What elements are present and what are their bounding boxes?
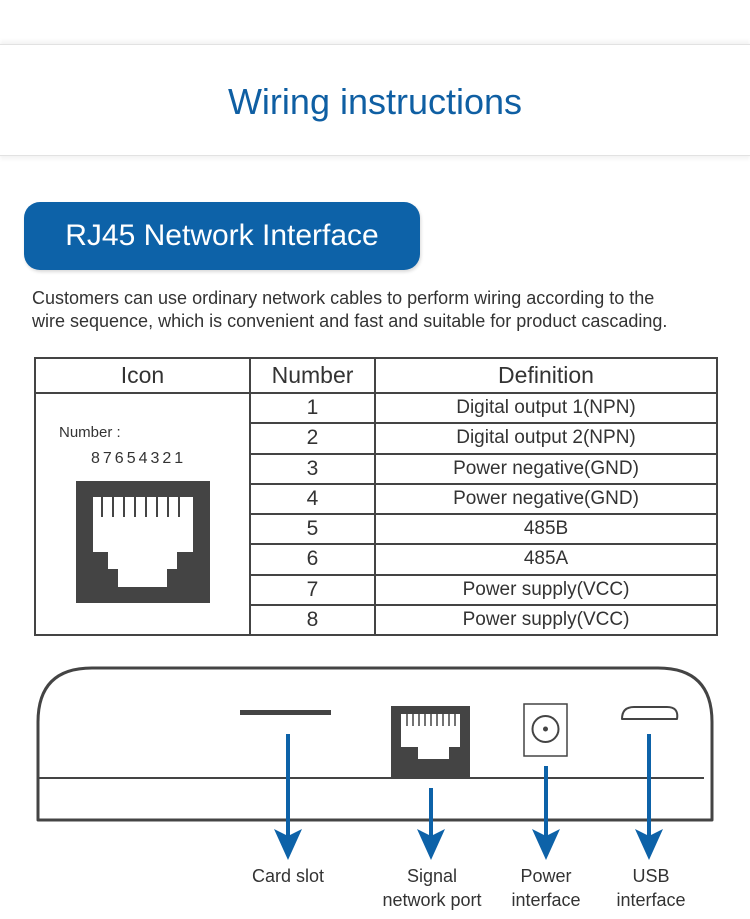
rj45-port-icon (391, 706, 470, 777)
pin-definition-table: Icon Number Definition Number : 87654321 (34, 357, 718, 637)
table-header-row: Icon Number Definition (34, 357, 718, 394)
label-usb-interface: USB interface (616, 866, 686, 910)
pin-definition: Power supply(VCC) (374, 603, 718, 637)
device-outline (36, 666, 714, 822)
arrow-usb-interface (635, 734, 663, 860)
table-row: 4 Power negative(GND) (35, 482, 718, 516)
pin-number: 3 (249, 452, 376, 485)
pin-definition: Power negative(GND) (374, 482, 718, 516)
pin-number: 8 (249, 603, 376, 637)
arrow-power-interface (532, 766, 560, 860)
pin-definition: 485B (374, 512, 718, 546)
usb-port-icon (621, 706, 679, 720)
page-title: Wiring instructions (227, 81, 523, 122)
section-badge: RJ45 Network Interface (24, 202, 420, 270)
pin-definition: Power negative(GND) (374, 452, 718, 485)
description-line: wire sequence, which is convenient and f… (32, 311, 668, 331)
pin-definition: Digital output 2(NPN) (374, 422, 718, 455)
card-slot-icon (240, 710, 331, 715)
pin-number-label: Number : (59, 424, 121, 441)
label-card-slot: Card slot (251, 866, 325, 886)
column-header-number: Number (249, 357, 376, 394)
pin-definition: Power supply(VCC) (374, 573, 718, 606)
icon-cell: Number : 87654321 (34, 392, 251, 636)
pin-number: 6 (249, 543, 376, 576)
table-row: 8 Power supply(VCC) (35, 603, 718, 637)
header-band (0, 44, 750, 156)
table-row: 2 Digital output 2(NPN) (35, 422, 718, 455)
rj45-port-icon (76, 481, 210, 603)
table-row: 7 Power supply(VCC) (35, 573, 718, 606)
table-row: 5 485B (35, 512, 718, 546)
arrow-card-slot (274, 734, 302, 860)
pin-number: 5 (249, 512, 376, 546)
section-description: Customers can use ordinary network cable… (32, 287, 732, 333)
description-line: Customers can use ordinary network cable… (32, 288, 655, 308)
column-header-definition: Definition (374, 357, 718, 394)
column-header-icon: Icon (34, 357, 251, 394)
label-power-interface: Power interface (511, 866, 581, 910)
table-row: 3 Power negative(GND) (35, 452, 718, 485)
pin-definition: 485A (374, 543, 718, 576)
table-row: Number : 87654321 (34, 391, 718, 636)
arrow-network-port (417, 788, 445, 860)
pin-number: 4 (249, 482, 376, 516)
table-row: 6 485A (35, 543, 718, 576)
label-signal-network-port: Signal network port (382, 866, 482, 910)
pin-sequence: 87654321 (91, 450, 187, 467)
dc-power-jack-icon (523, 703, 568, 757)
pin-number: 7 (249, 573, 376, 606)
pin-number: 1 (249, 391, 376, 425)
pin-definition: Digital output 1(NPN) (374, 391, 718, 425)
pin-number: 2 (249, 422, 376, 455)
